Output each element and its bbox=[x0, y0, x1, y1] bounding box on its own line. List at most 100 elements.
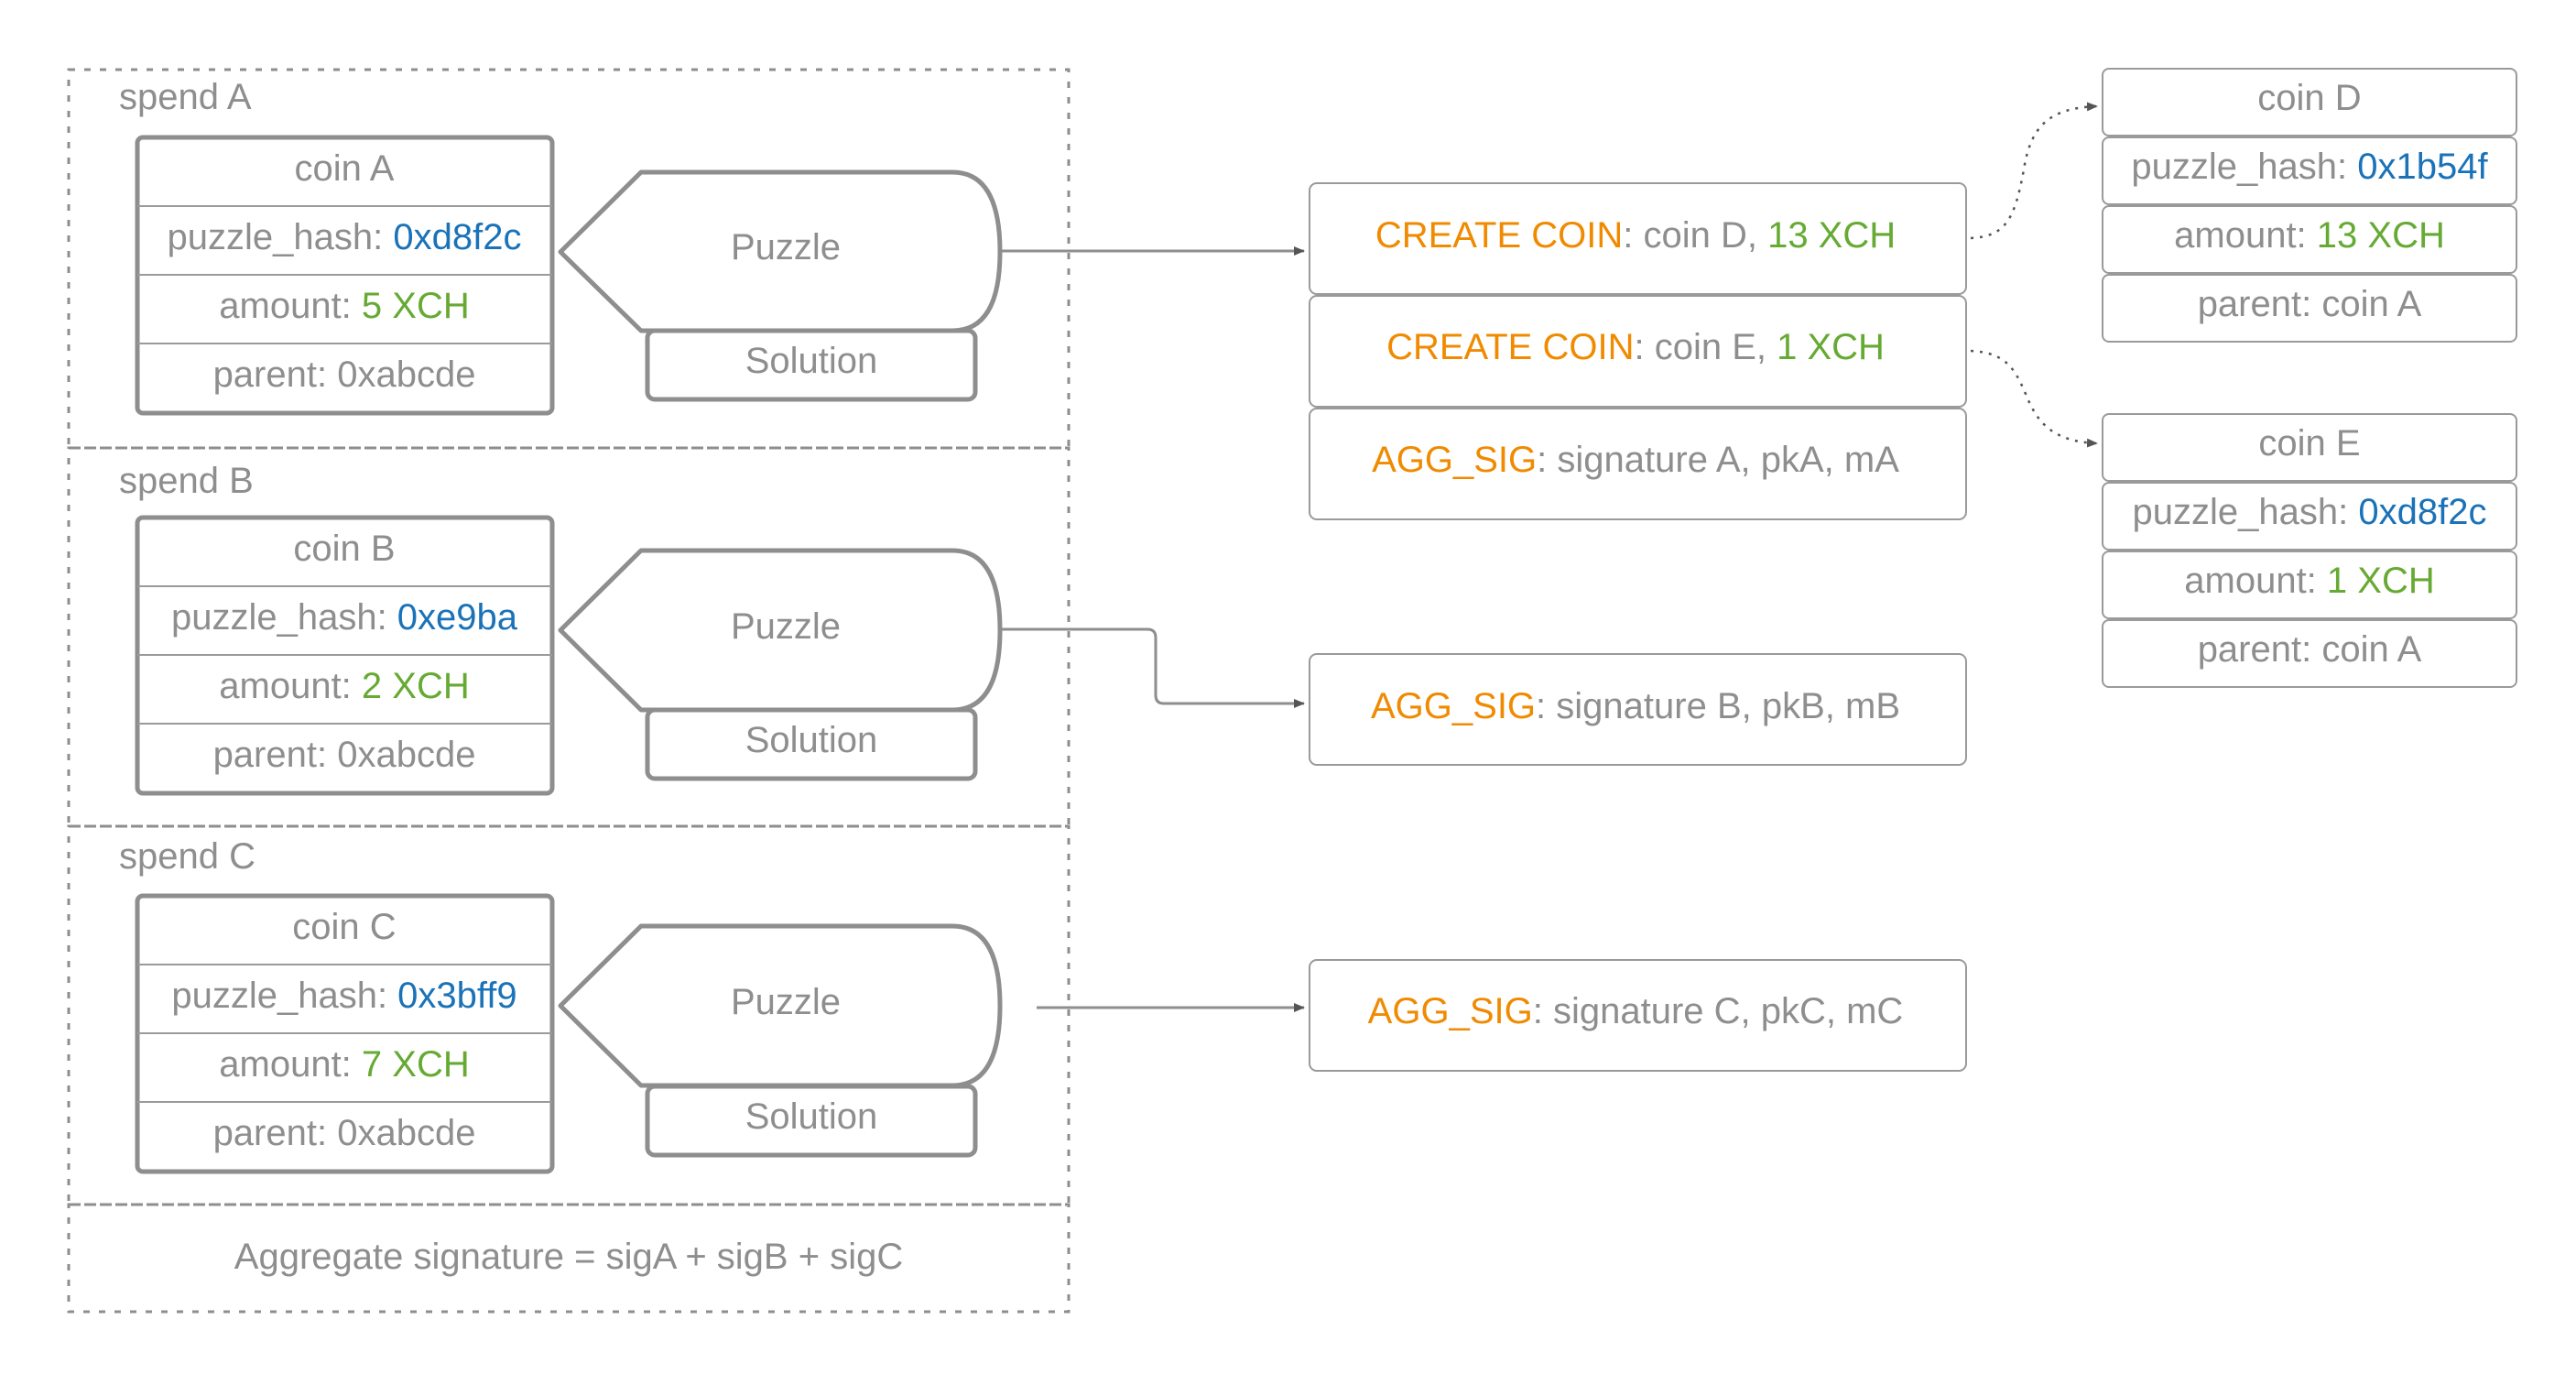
puzzle-c-shape bbox=[558, 923, 1003, 1088]
solution-c-box bbox=[645, 1084, 978, 1158]
puzzle-hash-value: 0xd8f2c bbox=[393, 217, 521, 257]
coin-a-name: coin A bbox=[295, 148, 395, 189]
condition-keyword: CREATE COIN bbox=[1375, 215, 1623, 256]
condition-separator: : bbox=[1537, 440, 1557, 480]
spend-b-frame bbox=[67, 446, 1071, 828]
condition-text: AGG_SIG: signature B, pkB, mB bbox=[1371, 686, 1900, 726]
puzzle-hash-label: puzzle_hash: bbox=[168, 217, 394, 257]
condition-amount: 1 XCH bbox=[1777, 327, 1885, 367]
coin-b-parent: parent: 0xabcde bbox=[213, 735, 476, 775]
coin-a-puzzle-hash-row: puzzle_hash: 0xd8f2c bbox=[168, 217, 522, 257]
spend-c-group: spend C coin C puzzle_hash: 0x3bff9 amou… bbox=[67, 824, 1071, 1206]
coin-e-amount-row: amount: 1 XCH bbox=[2184, 561, 2434, 601]
coin-e-parent: parent: coin A bbox=[2198, 629, 2422, 670]
condition-keyword: AGG_SIG bbox=[1372, 440, 1537, 480]
puzzle-a-label: Puzzle bbox=[731, 227, 841, 267]
coin-e-name: coin E bbox=[2258, 423, 2360, 463]
solution-a-label: Solution bbox=[745, 341, 878, 381]
coin-d-parent: parent: coin A bbox=[2198, 284, 2422, 324]
coin-c-amount-row: amount: 7 XCH bbox=[219, 1044, 469, 1085]
amount-label: amount: bbox=[2174, 215, 2317, 256]
puzzle-a-shape bbox=[558, 169, 1003, 333]
condition-box bbox=[1309, 653, 1967, 766]
aggregate-signature-text: Aggregate signature = sigA + sigB + sigC bbox=[234, 1237, 903, 1277]
amount-value: 13 XCH bbox=[2317, 215, 2445, 256]
coin-a-parent: parent: 0xabcde bbox=[213, 354, 476, 395]
condition-agg-sig-a: AGG_SIG: signature A, pkA, mA bbox=[1309, 408, 1967, 520]
puzzle-c-label: Puzzle bbox=[731, 982, 841, 1022]
aggregate-signature-group: Aggregate signature = sigA + sigB + sigC bbox=[67, 1203, 1071, 1314]
spend-a-frame bbox=[67, 68, 1071, 450]
coin-e-puzzle-hash-cell bbox=[2102, 482, 2517, 551]
condition-create-coin-d: CREATE COIN: coin D, 13 XCH bbox=[1309, 182, 1967, 295]
condition-box bbox=[1309, 182, 1967, 295]
puzzle-hash-label: puzzle_hash: bbox=[171, 597, 397, 638]
coin-b-card: coin B puzzle_hash: 0xe9ba amount: 2 XCH… bbox=[135, 515, 555, 796]
spend-b-label: spend B bbox=[119, 461, 254, 501]
spend-a-label: spend A bbox=[119, 77, 252, 117]
coin-d-card: coin D puzzle_hash: 0x1b54f amount: 13 X… bbox=[2102, 68, 2517, 343]
puzzle-hash-value: 0x3bff9 bbox=[397, 976, 517, 1016]
coin-c-puzzle-hash-row: puzzle_hash: 0x3bff9 bbox=[171, 976, 516, 1016]
condition-text: AGG_SIG: signature C, pkC, mC bbox=[1368, 991, 1904, 1031]
amount-label: amount: bbox=[219, 1044, 362, 1085]
arrow-spend-b-to-agg-sig bbox=[1001, 627, 1305, 708]
condition-agg-sig-b: AGG_SIG: signature B, pkB, mB bbox=[1309, 653, 1967, 766]
condition-keyword: AGG_SIG bbox=[1371, 686, 1536, 726]
amount-label: amount: bbox=[219, 286, 362, 326]
coin-d-parent-cell bbox=[2102, 274, 2517, 343]
condition-box bbox=[1309, 959, 1967, 1072]
condition-keyword: CREATE COIN bbox=[1386, 327, 1634, 367]
puzzle-hash-label: puzzle_hash: bbox=[2133, 492, 2359, 532]
condition-agg-sig-c: AGG_SIG: signature C, pkC, mC bbox=[1309, 959, 1967, 1072]
spend-b-group: spend B coin B puzzle_hash: 0xe9ba amoun… bbox=[67, 446, 1071, 828]
condition-text: CREATE COIN: coin D, 13 XCH bbox=[1375, 215, 1896, 256]
arrow-create-coin-to-coin-e bbox=[1970, 349, 2098, 448]
amount-value: 5 XCH bbox=[362, 286, 470, 326]
condition-args: signature C, pkC, mC bbox=[1553, 991, 1903, 1031]
condition-text: CREATE COIN: coin E, 1 XCH bbox=[1386, 327, 1885, 367]
condition-args: signature A, pkA, mA bbox=[1557, 440, 1899, 480]
condition-separator: : bbox=[1533, 991, 1553, 1031]
spend-c-label: spend C bbox=[119, 836, 255, 877]
condition-args: signature B, pkB, mB bbox=[1556, 686, 1900, 726]
coin-e-card: coin E puzzle_hash: 0xd8f2c amount: 1 XC… bbox=[2102, 413, 2517, 688]
coin-b-puzzle-hash-row: puzzle_hash: 0xe9ba bbox=[171, 597, 518, 638]
condition-separator: : bbox=[1536, 686, 1556, 726]
condition-create-coin-e: CREATE COIN: coin E, 1 XCH bbox=[1309, 295, 1967, 408]
condition-box bbox=[1309, 408, 1967, 520]
coin-d-amount-cell bbox=[2102, 205, 2517, 274]
coin-c-card: coin C puzzle_hash: 0x3bff9 amount: 7 XC… bbox=[135, 893, 555, 1174]
coin-d-puzzle-hash-row: puzzle_hash: 0x1b54f bbox=[2131, 147, 2488, 187]
amount-label: amount: bbox=[219, 666, 362, 706]
puzzle-b-shape bbox=[558, 548, 1003, 713]
solution-b-box bbox=[645, 707, 978, 781]
condition-separator: : bbox=[1634, 327, 1654, 367]
coin-d-amount-row: amount: 13 XCH bbox=[2174, 215, 2445, 256]
condition-text: AGG_SIG: signature A, pkA, mA bbox=[1372, 440, 1899, 480]
coin-e-puzzle-hash-row: puzzle_hash: 0xd8f2c bbox=[2133, 492, 2487, 532]
coin-e-amount-cell bbox=[2102, 551, 2517, 619]
coin-d-name-cell bbox=[2102, 68, 2517, 136]
puzzle-hash-value: 0xe9ba bbox=[397, 597, 518, 638]
spend-a-group: spend A coin A puzzle_hash: 0xd8f2c amou… bbox=[67, 68, 1071, 450]
solution-a-box bbox=[645, 328, 978, 402]
puzzle-hash-value: 0x1b54f bbox=[2357, 147, 2488, 187]
condition-args: coin D, bbox=[1643, 215, 1767, 256]
spend-c-frame bbox=[67, 824, 1071, 1206]
amount-label: amount: bbox=[2184, 561, 2327, 601]
coin-c-name: coin C bbox=[292, 907, 396, 947]
condition-amount: 13 XCH bbox=[1767, 215, 1896, 256]
coin-c-parent: parent: 0xabcde bbox=[213, 1113, 476, 1153]
puzzle-hash-value: 0xd8f2c bbox=[2358, 492, 2486, 532]
amount-value: 1 XCH bbox=[2327, 561, 2435, 601]
condition-keyword: AGG_SIG bbox=[1368, 991, 1533, 1031]
coin-d-name: coin D bbox=[2257, 78, 2361, 118]
amount-value: 7 XCH bbox=[362, 1044, 470, 1085]
puzzle-b-label: Puzzle bbox=[731, 606, 841, 647]
coin-d-puzzle-hash-cell bbox=[2102, 136, 2517, 205]
coin-e-name-cell bbox=[2102, 413, 2517, 482]
coin-a-card: coin A puzzle_hash: 0xd8f2c amount: 5 XC… bbox=[135, 135, 555, 416]
condition-args: coin E, bbox=[1655, 327, 1777, 367]
